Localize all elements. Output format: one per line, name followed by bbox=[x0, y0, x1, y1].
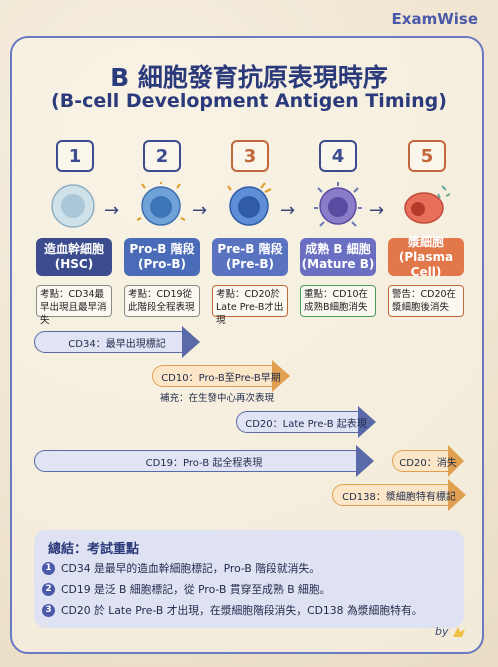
stage-note-pre-b: 考點：CD20於Late Pre-B才出現 bbox=[212, 285, 288, 326]
cd20-bar-label: CD20：Late Pre-B 起表現 bbox=[245, 418, 367, 430]
stage-arrow-2: → bbox=[192, 200, 208, 221]
cd19-bar-label: CD19：Pro-B 起全程表現 bbox=[145, 457, 263, 469]
page-title: B 細胞發育抗原表現時序 bbox=[110, 63, 388, 92]
stage-label-pro-b: Pro-B 階段 (Pro-B) bbox=[124, 238, 200, 276]
footer-by-label: by bbox=[435, 625, 466, 638]
stage-number-2: 2 bbox=[143, 140, 181, 172]
summary-text-3: CD20 於 Late Pre-B 才出現，在漿細胞階段消失，CD138 為漿細… bbox=[61, 604, 423, 617]
cd10-supplement-note: 補充：在生發中心再次表現 bbox=[160, 393, 275, 404]
stage-sub: (Pro-B) bbox=[137, 257, 187, 271]
stage-number-5: 5 bbox=[408, 140, 446, 172]
hsc-cell-icon bbox=[51, 184, 95, 228]
stage-label-pre-b: Pre-B 階段 (Pre-B) bbox=[212, 238, 288, 276]
cd138-bar-label: CD138：漿細胞特有標記 bbox=[342, 491, 456, 503]
stage-note-hsc: 考點：CD34最早出現且最早消失 bbox=[36, 285, 112, 326]
stage-sub: (Mature B) bbox=[301, 257, 375, 271]
stage-label-mature-b: 成熟 B 細胞 (Mature B) bbox=[300, 238, 376, 276]
summary-text-1: CD34 是最早的造血幹細胞標記，Pro-B 階段就消失。 bbox=[61, 562, 321, 575]
summary-box bbox=[34, 530, 464, 628]
stage-sub: (Plasma Cell) bbox=[398, 249, 454, 279]
summary-number-3: 3 bbox=[42, 603, 55, 617]
stage-number-4: 4 bbox=[319, 140, 357, 172]
summary-title: 總結：考試重點 bbox=[48, 542, 140, 557]
stage-name: 造血幹細胞 bbox=[43, 242, 104, 256]
mature-b-cell-icon bbox=[314, 182, 362, 227]
stage-note-mature-b: 重點：CD10在成熟B細胞消失 bbox=[300, 285, 376, 317]
page-subtitle: (B-cell Development Antigen Timing) bbox=[51, 90, 447, 112]
cd20-bar: CD20：Late Pre-B 起表現 bbox=[236, 406, 376, 438]
pro-b-cell-icon bbox=[137, 182, 185, 226]
stage-note-plasma: 警告：CD20在漿細胞後消失 bbox=[388, 285, 464, 317]
stage-label-hsc: 造血幹細胞 (HSC) bbox=[36, 238, 112, 276]
stage-sub: (HSC) bbox=[54, 257, 94, 271]
stage-arrow-4: → bbox=[369, 200, 385, 221]
summary-item-2: 2 CD19 是泛 B 細胞標記，從 Pro-B 貫穿至成熟 B 細胞。 bbox=[42, 581, 330, 597]
brand-label: ExamWise bbox=[391, 10, 478, 28]
stage-number-1: 1 bbox=[56, 140, 94, 172]
summary-number-2: 2 bbox=[42, 582, 55, 596]
stage-sub: (Pre-B) bbox=[226, 257, 274, 271]
stage-number-3: 3 bbox=[231, 140, 269, 172]
cd10-bar-label: CD10：Pro-B至Pre-B早期 bbox=[161, 372, 281, 384]
cd20-loss-bar-label: CD20：消失 bbox=[399, 457, 457, 469]
plasma-cell-icon bbox=[404, 185, 450, 224]
stage-name: Pre-B 階段 bbox=[217, 242, 283, 256]
cd138-bar: CD138：漿細胞特有標記 bbox=[332, 479, 466, 511]
stage-arrow-3: → bbox=[280, 200, 296, 221]
summary-number-1: 1 bbox=[42, 561, 55, 575]
cd20-loss-bar: CD20：消失 bbox=[392, 445, 464, 477]
stage-arrow-1: → bbox=[104, 200, 120, 221]
cd10-bar: CD10：Pro-B至Pre-B早期 bbox=[152, 360, 290, 392]
stage-name: 漿細胞 bbox=[407, 234, 444, 249]
stage-label-plasma: 漿細胞 (Plasma Cell) bbox=[388, 234, 464, 279]
summary-item-3: 3 CD20 於 Late Pre-B 才出現，在漿細胞階段消失，CD138 為… bbox=[42, 602, 423, 618]
cd34-bar-label: CD34：最早出現標記 bbox=[68, 338, 166, 350]
logo-icon bbox=[453, 627, 465, 637]
cd34-bar: CD34：最早出現標記 bbox=[34, 326, 200, 358]
cd19-bar: CD19：Pro-B 起全程表現 bbox=[34, 445, 374, 477]
summary-text-2: CD19 是泛 B 細胞標記，從 Pro-B 貫穿至成熟 B 細胞。 bbox=[61, 583, 331, 596]
footer-by-text: by bbox=[435, 625, 449, 638]
stage-name: 成熟 B 細胞 bbox=[305, 242, 371, 256]
pre-b-cell-icon bbox=[227, 182, 272, 226]
stage-name: Pro-B 階段 bbox=[129, 242, 195, 256]
summary-item-1: 1 CD34 是最早的造血幹細胞標記，Pro-B 階段就消失。 bbox=[42, 560, 320, 576]
stage-note-pro-b: 考點：CD19從此階段全程表現 bbox=[124, 285, 200, 317]
